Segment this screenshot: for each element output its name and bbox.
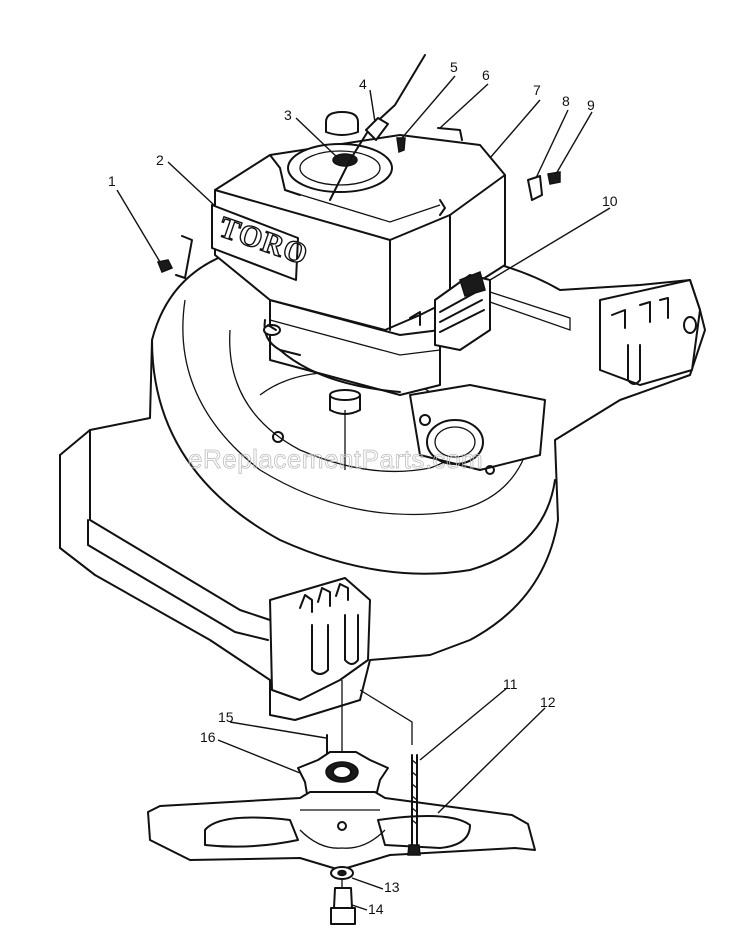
- leader-lines: [116, 75, 611, 911]
- callout-2: 2: [156, 152, 164, 168]
- callout-14: 14: [368, 901, 384, 917]
- callouts: 1 2 3 4 5 6 7 8 9 10 11 12 13 14 15 16: [108, 59, 618, 917]
- callout-5: 5: [450, 59, 458, 75]
- callout-15: 15: [218, 709, 234, 725]
- callout-16: 16: [200, 729, 216, 745]
- callout-8: 8: [562, 93, 570, 109]
- mower-deck: [59, 247, 706, 721]
- callout-12: 12: [540, 694, 556, 710]
- callout-3: 3: [284, 107, 292, 123]
- callout-10: 10: [602, 193, 618, 209]
- callout-4: 4: [359, 76, 367, 92]
- callout-11: 11: [503, 676, 518, 692]
- callout-13: 13: [384, 879, 400, 895]
- callout-6: 6: [482, 67, 490, 83]
- callout-9: 9: [587, 97, 595, 113]
- small-parts: [156, 54, 561, 279]
- callout-1: 1: [108, 173, 116, 189]
- blade-assembly: [147, 680, 536, 925]
- watermark-text: eReplacementParts.com: [188, 444, 483, 474]
- callout-7: 7: [533, 82, 541, 98]
